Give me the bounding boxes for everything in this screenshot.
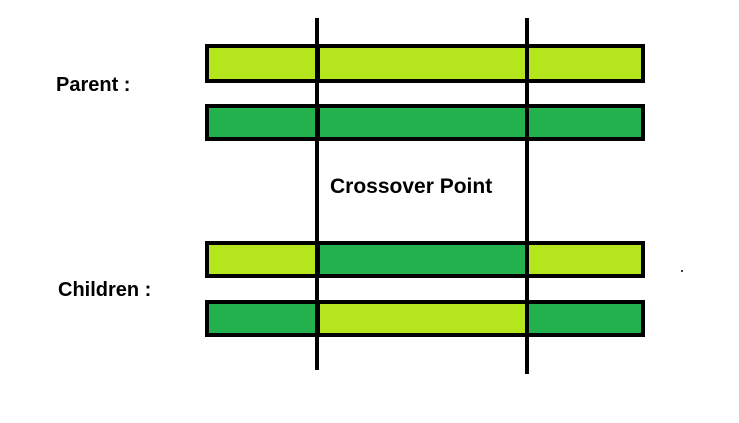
crossover-point-label: Crossover Point [330,175,493,198]
gene-segment [205,104,320,141]
gene-segment [525,300,645,337]
gene-segment [525,104,645,141]
parent-chromosome-1 [205,44,645,83]
gene-segment [525,44,645,83]
children-chromosome-4 [205,300,645,337]
stray-dot [681,270,683,272]
gene-segment [525,241,645,278]
gene-segment [205,300,320,337]
children-label: Children : [58,279,152,301]
gene-segment [316,104,529,141]
gene-segment [316,241,529,278]
gene-segment [205,241,320,278]
parent-label: Parent : [56,74,131,96]
gene-segment [205,44,320,83]
children-chromosome-3 [205,241,645,278]
gene-segment [316,44,529,83]
gene-segment [316,300,529,337]
parent-chromosome-2 [205,104,645,141]
